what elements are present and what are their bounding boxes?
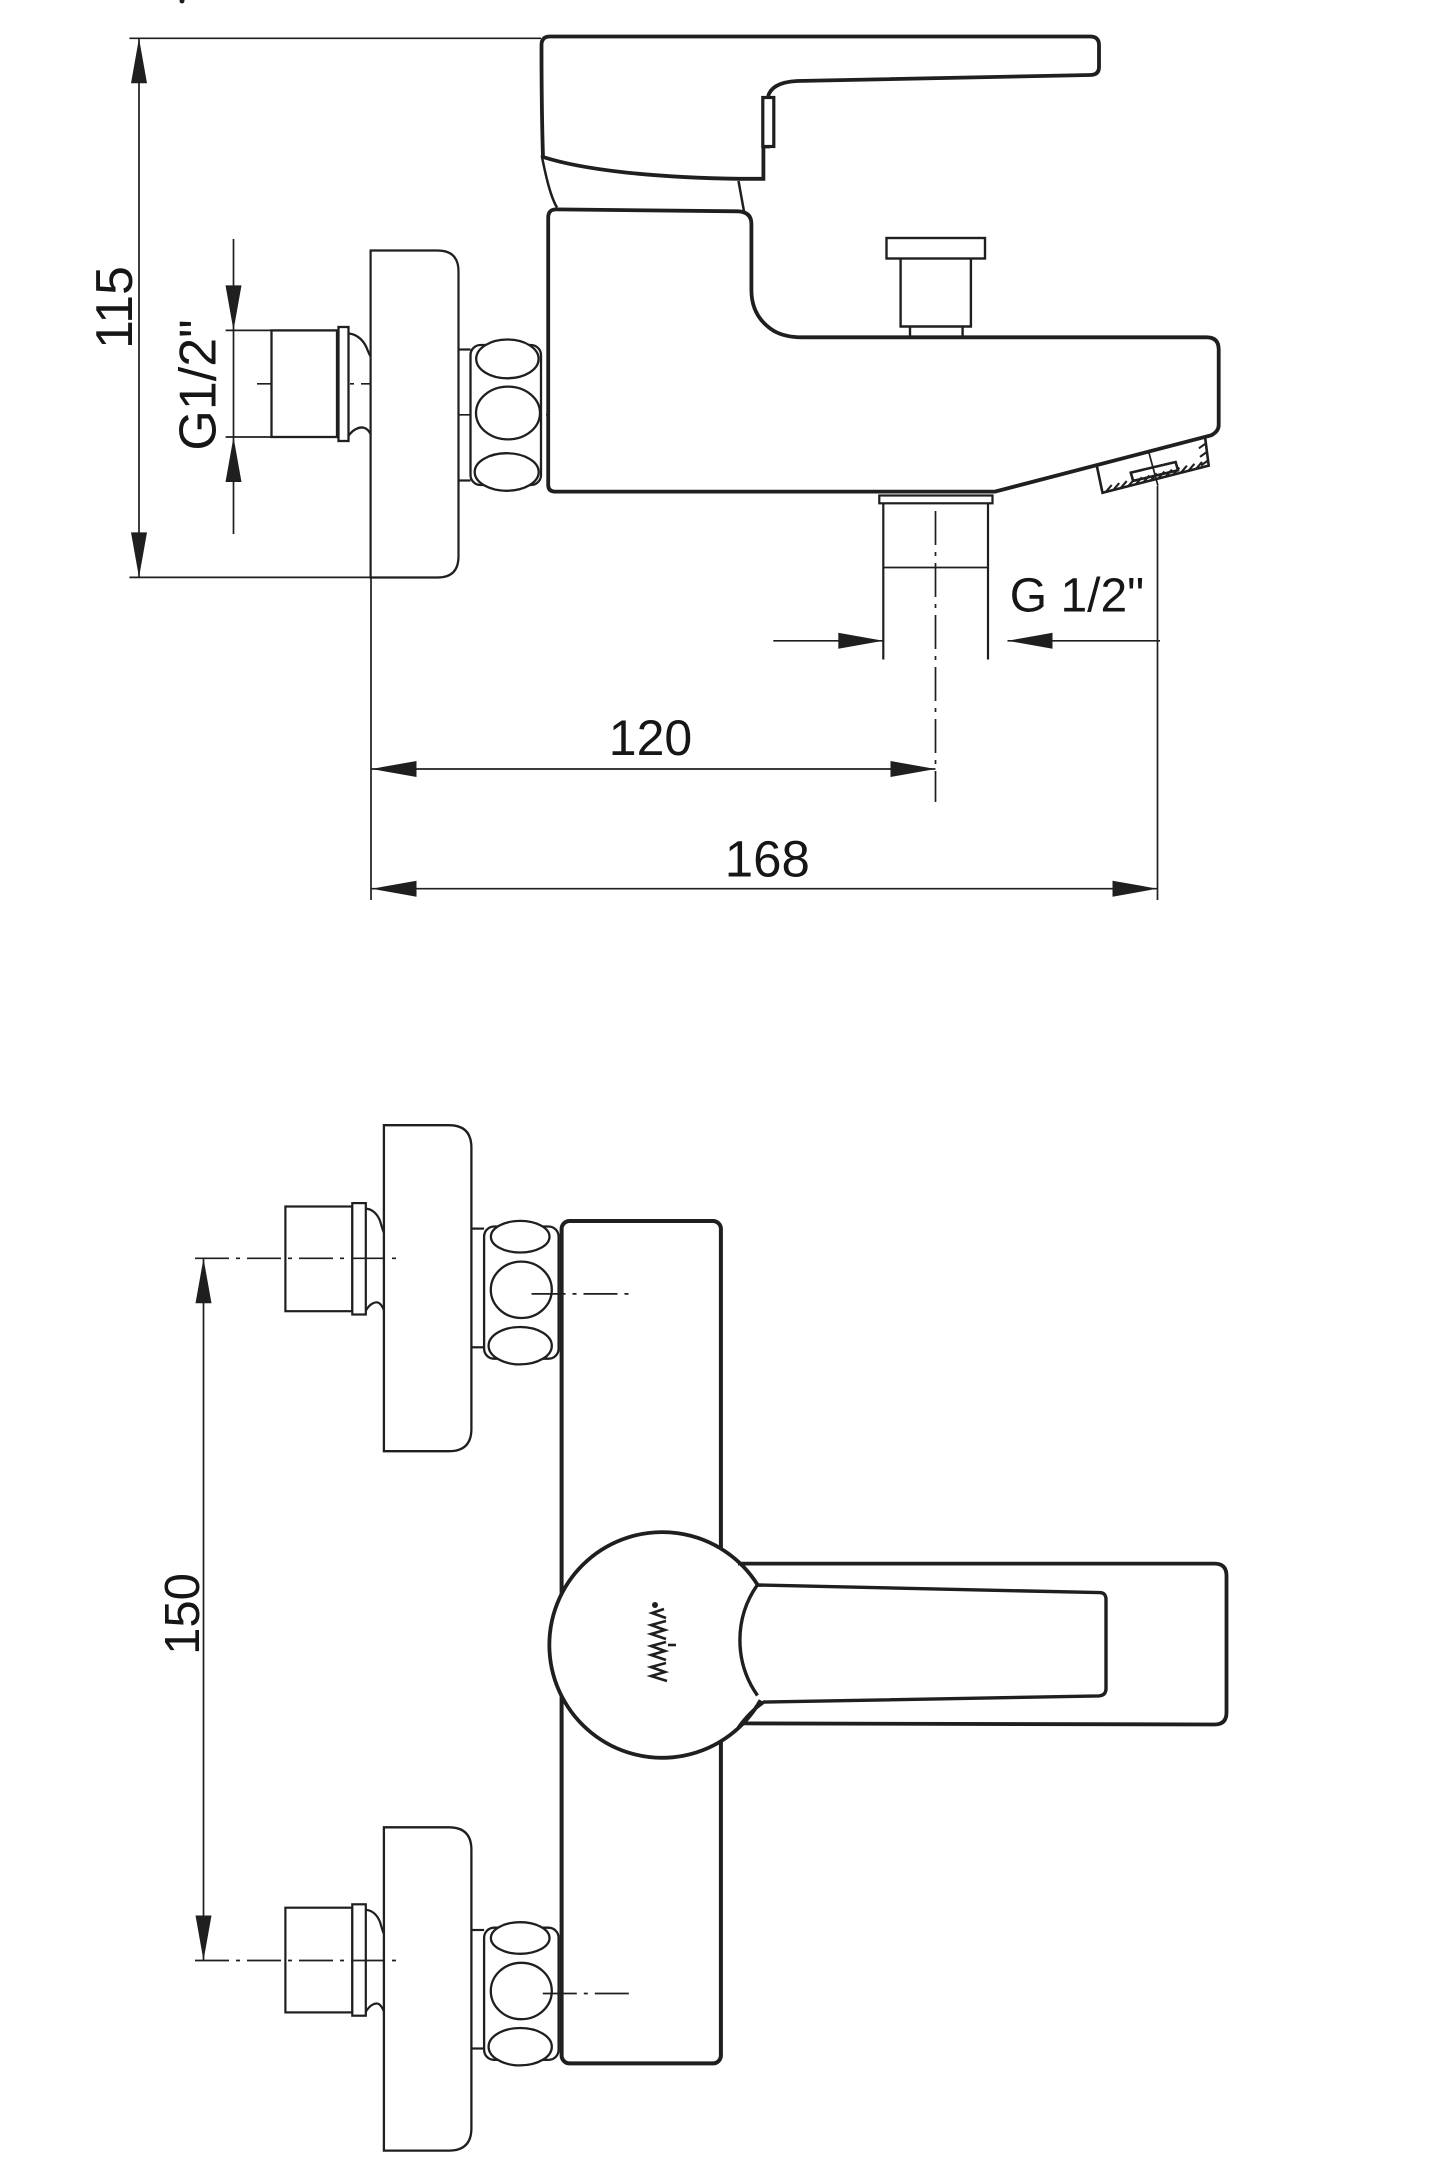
svg-text:G1/2": G1/2" bbox=[170, 319, 228, 450]
svg-text:120: 120 bbox=[609, 710, 692, 766]
svg-text:168: 168 bbox=[725, 831, 810, 888]
svg-text:150: 150 bbox=[156, 1573, 210, 1655]
svg-text:G 1/2": G 1/2" bbox=[1010, 570, 1144, 623]
svg-text:115: 115 bbox=[86, 266, 144, 349]
